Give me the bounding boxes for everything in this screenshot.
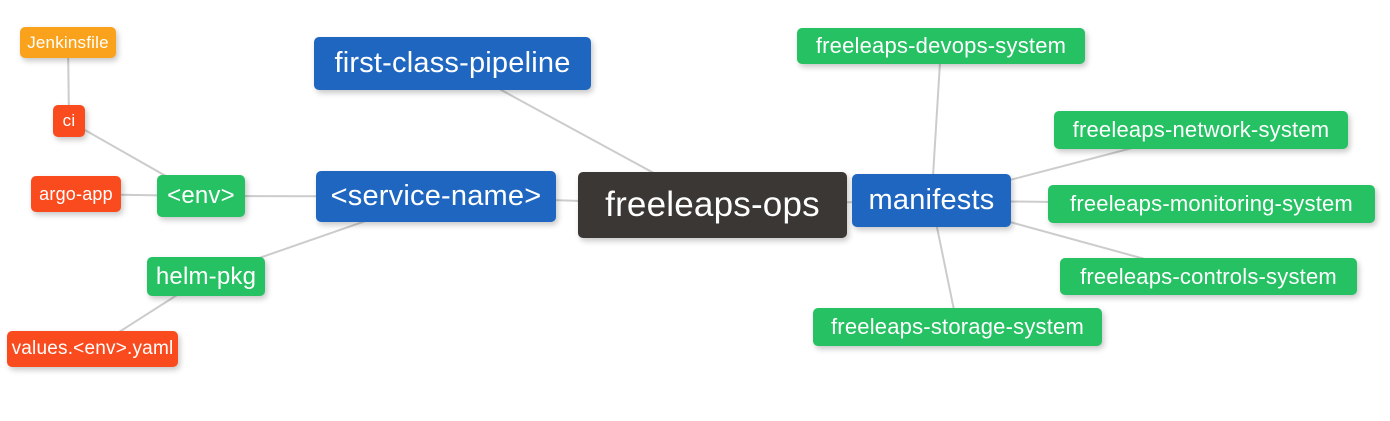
node-values-env-yaml[interactable]: values.<env>.yaml <box>7 331 178 367</box>
node-manifests[interactable]: manifests <box>852 174 1011 227</box>
node-freeleaps-storage-system[interactable]: freeleaps-storage-system <box>813 308 1102 346</box>
node-argo-app[interactable]: argo-app <box>31 176 121 212</box>
node-freeleaps-devops-system[interactable]: freeleaps-devops-system <box>797 28 1085 64</box>
node-freeleaps-controls-system[interactable]: freeleaps-controls-system <box>1060 258 1357 295</box>
node-first-class-pipeline[interactable]: first-class-pipeline <box>314 37 591 90</box>
node-helm-pkg[interactable]: helm-pkg <box>147 257 265 296</box>
node-jenkinsfile[interactable]: Jenkinsfile <box>20 27 116 58</box>
node-ci[interactable]: ci <box>53 105 85 137</box>
node-freeleaps-network-system[interactable]: freeleaps-network-system <box>1054 111 1348 149</box>
node-root-freeleaps-ops[interactable]: freeleaps-ops <box>578 172 847 238</box>
node-freeleaps-monitoring-system[interactable]: freeleaps-monitoring-system <box>1048 185 1375 223</box>
node-env[interactable]: <env> <box>157 175 245 217</box>
node-service-name[interactable]: <service-name> <box>316 171 556 222</box>
